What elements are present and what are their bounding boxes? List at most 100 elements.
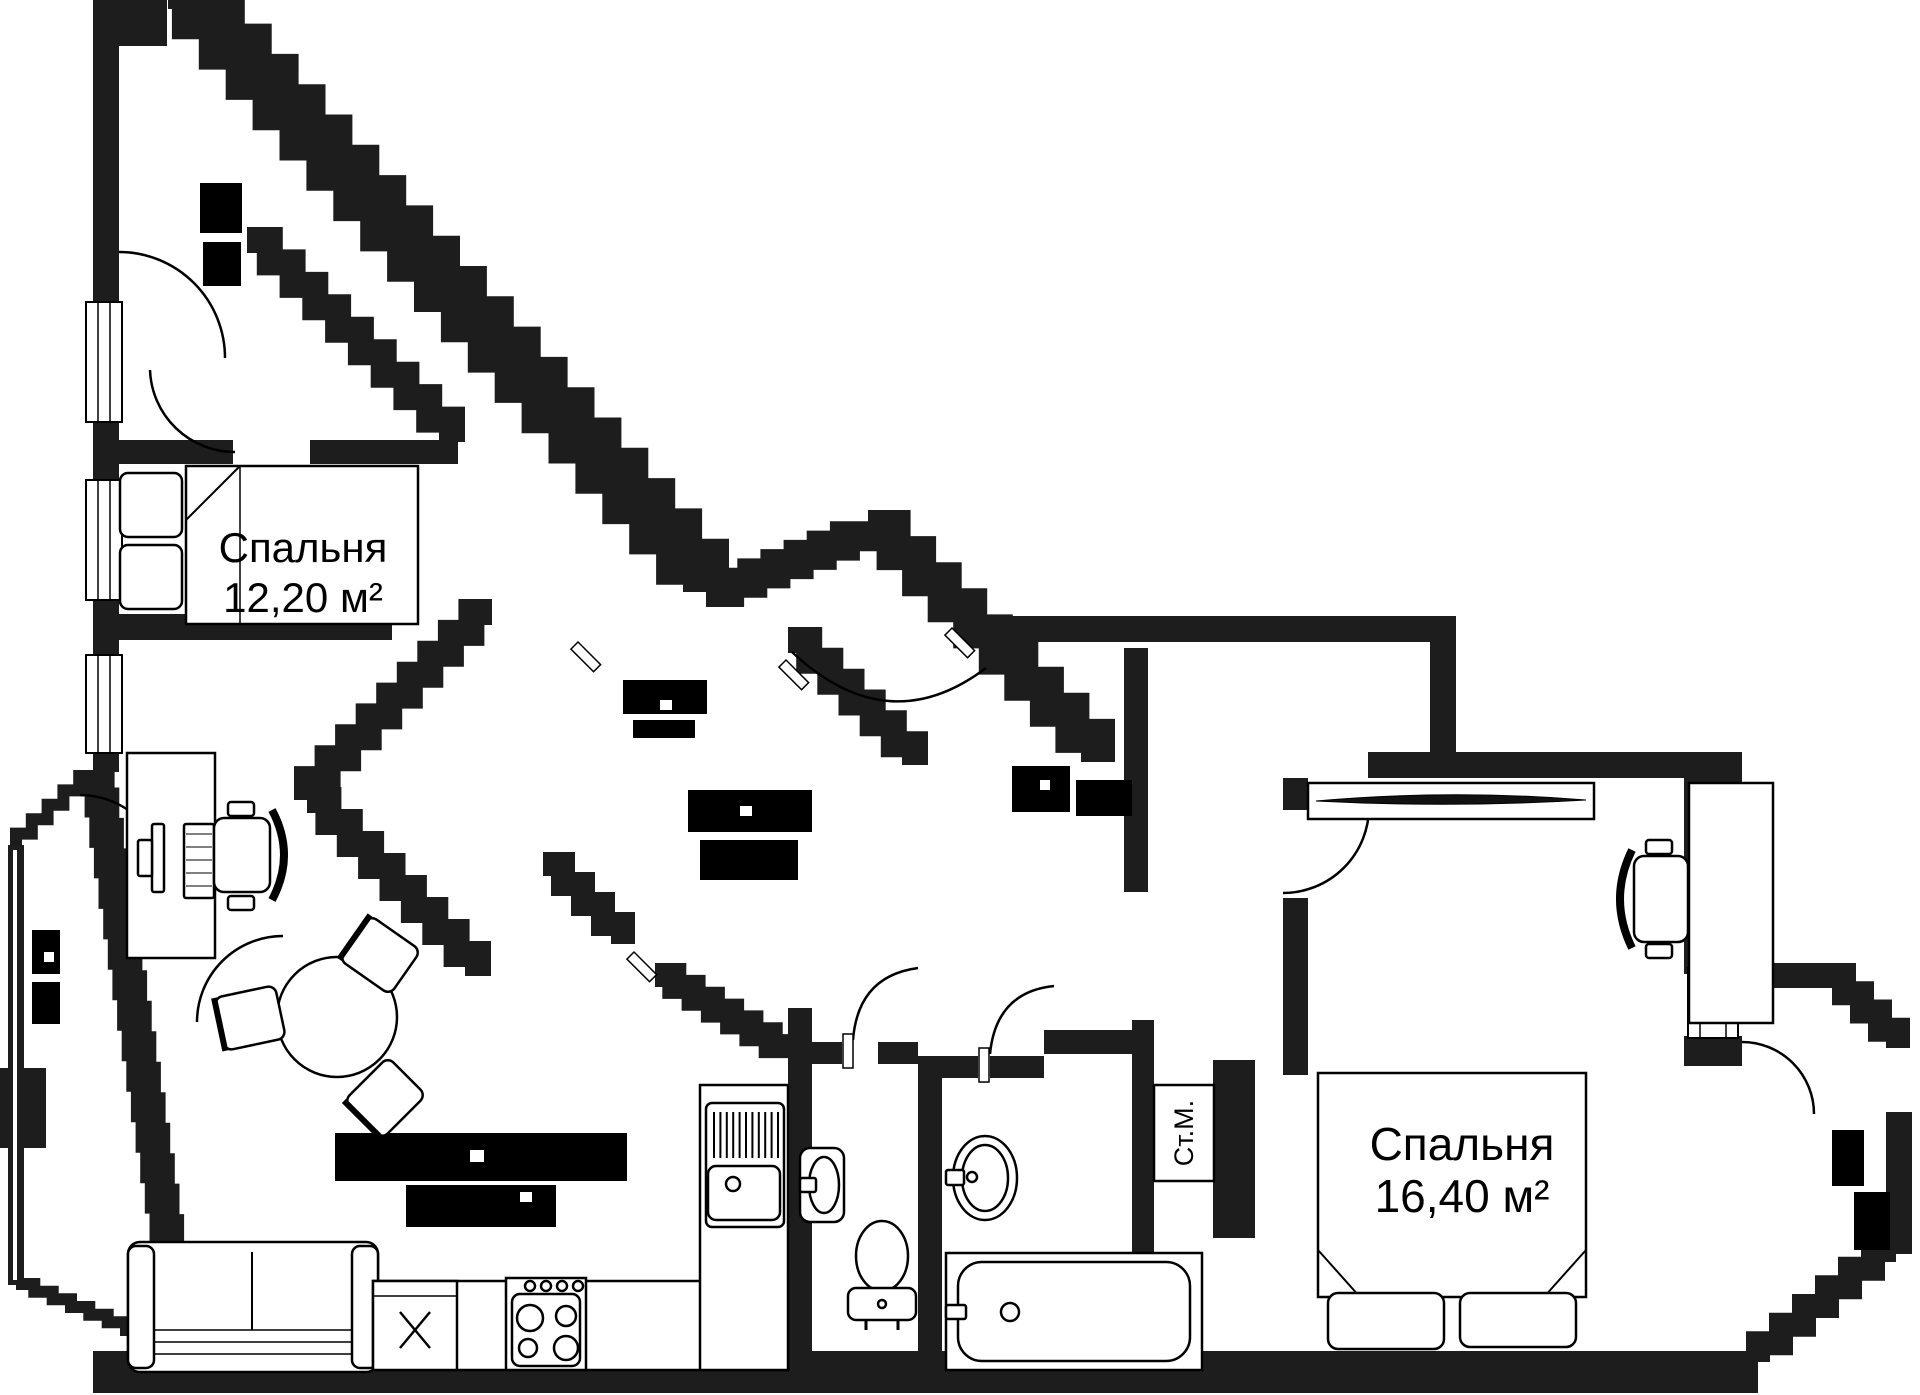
dining-chair	[336, 913, 419, 994]
pixel-block	[200, 183, 242, 233]
illegible-label-left-balcony	[32, 930, 60, 1024]
bathtub	[944, 1251, 1204, 1372]
door-leaf	[978, 1047, 990, 1083]
chair-back	[1616, 848, 1636, 950]
wall	[1886, 1112, 1912, 1254]
pillow	[1326, 1291, 1446, 1351]
pixel-gap	[660, 700, 672, 710]
office-chair-1	[212, 800, 288, 912]
keyboard	[182, 822, 216, 900]
wall-diagonal	[247, 227, 465, 442]
monitor-stand	[136, 838, 154, 878]
wall-diagonal	[543, 852, 635, 944]
bed-1-mattress	[184, 464, 420, 626]
wc-washbasin	[798, 1146, 846, 1224]
desk-1	[125, 751, 217, 960]
door-arc	[195, 934, 284, 1023]
wall	[942, 1056, 978, 1078]
pixel-block	[633, 720, 695, 738]
illegible-label-right-balcony	[1832, 1130, 1890, 1250]
wall-diagonal	[10, 770, 95, 848]
bedroom-2-area-label: 16,40 м²	[1375, 1170, 1550, 1222]
wall	[1684, 1036, 1742, 1066]
pixel-block	[700, 840, 798, 880]
chair-back	[268, 808, 288, 902]
stove	[504, 1276, 588, 1372]
pixel-gap	[470, 1150, 484, 1162]
faucet-knob	[965, 1170, 979, 1184]
x-mark	[399, 1311, 431, 1349]
chair-seat	[1632, 854, 1690, 944]
chair-armrest	[226, 800, 256, 818]
tub-inner	[956, 1260, 1192, 1363]
pixel-block	[1832, 1130, 1864, 1186]
sink-bowl	[706, 1164, 782, 1222]
door-arc	[851, 966, 919, 1041]
illegible-label-corridor-2	[688, 790, 812, 880]
sofa	[126, 1240, 380, 1374]
stove-knob	[571, 1279, 585, 1293]
sliding-door-rail	[1315, 794, 1587, 805]
sink-drain	[724, 1175, 742, 1193]
windows	[13, 301, 1739, 1280]
wall	[1430, 616, 1456, 778]
desk-top	[1687, 781, 1775, 1025]
wall-diagonal	[1826, 963, 1910, 1048]
burner-small	[554, 1304, 578, 1328]
blanket-fold	[1317, 1249, 1361, 1298]
wall-diagonal	[868, 510, 1115, 762]
flush-button	[876, 1298, 888, 1310]
door-leaf	[842, 1033, 854, 1069]
toilet-bowl	[854, 1219, 910, 1293]
chair-armrest	[226, 894, 256, 912]
washing-machine-box	[1152, 1083, 1216, 1183]
wall-diagonal	[788, 627, 928, 765]
burner-large	[515, 1303, 545, 1333]
pixel-gap	[520, 1192, 532, 1202]
bedroom-2-name-label: Спальня	[1370, 1118, 1555, 1170]
wall	[1044, 1030, 1132, 1054]
bath-washbasin	[944, 1134, 1019, 1222]
illegible-label-kitchen-living	[335, 1133, 627, 1227]
wall	[990, 1056, 1044, 1078]
wall	[1213, 1060, 1255, 1238]
illegible-label-closet	[1012, 766, 1132, 816]
pixel-block	[32, 982, 60, 1024]
window	[85, 479, 123, 601]
pixel-block	[406, 1185, 556, 1227]
dining-chair	[211, 985, 286, 1052]
door-leaf	[777, 658, 810, 691]
toilet	[846, 1219, 918, 1330]
illegible-labels	[32, 183, 1890, 1250]
chair-armrest	[1644, 942, 1674, 960]
pixel-gap	[1040, 780, 1050, 790]
burner-small	[517, 1337, 539, 1359]
desk-2	[1687, 781, 1775, 1025]
stove-knob	[539, 1279, 553, 1293]
chair-back	[336, 913, 373, 962]
wall-diagonal	[168, 0, 729, 592]
blanket-fold	[1543, 1249, 1587, 1298]
pixel-block	[1854, 1192, 1890, 1250]
pillow	[118, 543, 184, 611]
door-leaf	[625, 950, 658, 983]
wall	[960, 616, 1438, 642]
pixel-block	[203, 242, 241, 286]
wall	[117, 0, 167, 46]
wardrobe	[1306, 781, 1596, 821]
bed-1	[118, 464, 420, 626]
bed-2-mattress	[1316, 1071, 1588, 1299]
door-arc	[791, 651, 987, 703]
door-arc	[1741, 1040, 1816, 1115]
chair-seat	[212, 816, 272, 894]
wall	[1283, 778, 1308, 810]
door-leaf	[569, 640, 602, 673]
bedroom-1-name-label: Спальня	[219, 524, 388, 571]
tub-drain	[999, 1301, 1021, 1323]
stove-knob	[523, 1279, 537, 1293]
door-arc	[148, 369, 236, 454]
door-arc	[118, 250, 227, 359]
